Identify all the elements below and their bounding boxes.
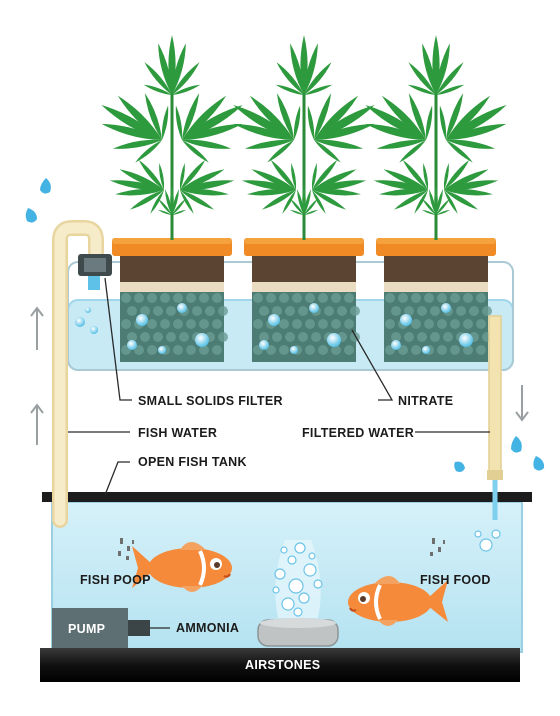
filtered-water-pipe [487, 315, 503, 520]
cannabis-plants [101, 35, 507, 240]
bubble-icon [288, 578, 304, 594]
platform: AIRSTONES [40, 648, 520, 682]
bubble-icon [298, 592, 310, 604]
bubble-icon [474, 530, 482, 538]
down-arrow-icon [515, 385, 529, 422]
bubble-icon [90, 326, 98, 334]
bubble-icon [75, 317, 85, 327]
bubble-icon [294, 542, 306, 554]
bubble-icon [308, 552, 316, 560]
leader-lines [68, 277, 490, 629]
plant-pot [244, 238, 364, 362]
fish-icon [132, 542, 232, 592]
plant-pot [376, 238, 496, 362]
airstone [257, 618, 339, 647]
small-solids-filter-icon [78, 254, 112, 290]
fish-poop-label: FISH POOP [80, 573, 151, 587]
pump: PUMP [52, 608, 150, 648]
bubble-icon [303, 563, 317, 577]
fish-water-label: FISH WATER [138, 426, 217, 440]
up-arrow-icon [30, 306, 44, 445]
bubble-icon [280, 546, 288, 554]
plant-icon [365, 35, 507, 240]
shelf-bar [42, 492, 532, 502]
pump-label: PUMP [68, 622, 105, 636]
fish-icon [348, 576, 448, 626]
fish-food-label: FISH FOOD [420, 573, 491, 587]
bubble-icon [274, 568, 286, 580]
fish-group [132, 542, 448, 626]
open-fish-tank-label: OPEN FISH TANK [138, 455, 247, 469]
fish-poop-specks [118, 538, 445, 560]
bubble-icon [479, 538, 493, 552]
bubble-icon [293, 607, 303, 617]
bubble-icon [272, 586, 280, 594]
bubble-icon [313, 579, 323, 589]
airstone-bubbles [75, 307, 501, 618]
plant-pots [112, 238, 496, 362]
ammonia-label: AMMONIA [176, 621, 239, 635]
plant-pot [112, 238, 232, 362]
plant-icon [233, 35, 375, 240]
plant-icon [101, 35, 243, 240]
bubble-icon [491, 529, 501, 539]
fish-water-pipe [52, 220, 104, 528]
water-drop-icon [25, 178, 545, 472]
airstones-label: AIRSTONES [245, 658, 320, 672]
small-solids-filter-label: SMALL SOLIDS FILTER [138, 394, 283, 408]
bubble-icon [281, 597, 295, 611]
bubble-icon [85, 307, 91, 313]
filtered-water-label: FILTERED WATER [302, 426, 414, 440]
bubble-icon [287, 555, 297, 565]
nitrate-label: NITRATE [398, 394, 453, 408]
